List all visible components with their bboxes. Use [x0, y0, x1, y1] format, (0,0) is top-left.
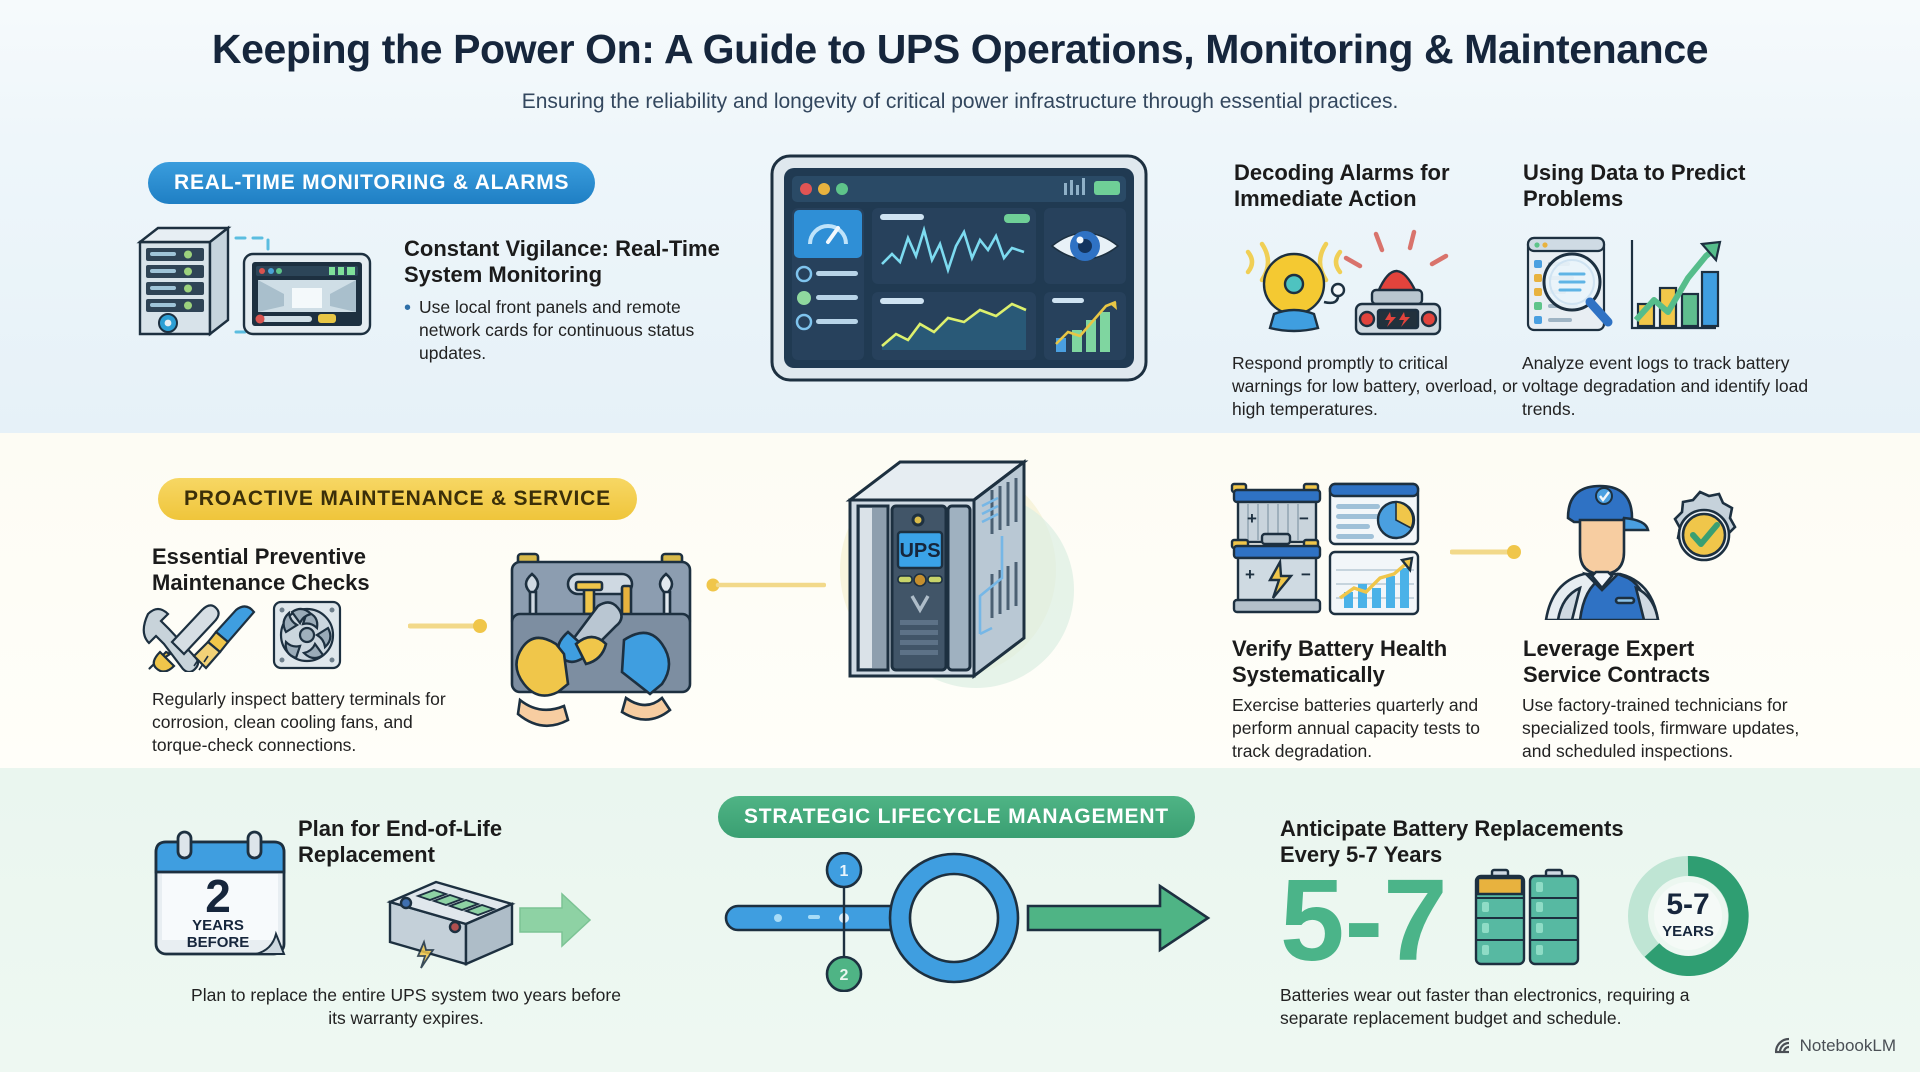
maintenance-col2-body: Exercise batteries quarterly and perform… — [1232, 695, 1481, 761]
monitoring-col2-heading: Decoding Alarms for Immediate Action — [1234, 160, 1450, 211]
section-pill-maintenance: PROACTIVE MAINTENANCE & SERVICE — [158, 478, 637, 520]
lifecycle-col2-body: Batteries wear out faster than electroni… — [1280, 985, 1690, 1028]
bullet-dot-icon: • — [404, 297, 412, 319]
notebooklm-watermark: NotebookLM — [1773, 1036, 1896, 1056]
lifecycle-timeline-icon: 1 2 — [716, 851, 1214, 997]
lifecycle-col1-heading: Plan for End-of-Life Replacement — [298, 816, 503, 867]
svg-text:+: + — [1245, 565, 1255, 584]
notebooklm-label: NotebookLM — [1799, 1036, 1896, 1055]
monitoring-col1-heading: Constant Vigilance: Real-Time System Mon… — [404, 236, 720, 287]
tools-brush-fan-icon — [140, 598, 390, 677]
connector-line-center-left — [706, 578, 827, 597]
technician-gear-icon — [1524, 478, 1746, 625]
log-analysis-chart-icon — [1520, 228, 1770, 345]
lifecycle-col2-heading: Anticipate Battery Replacements Every 5-… — [1280, 816, 1624, 867]
calendar-number-text: 2 — [205, 870, 231, 922]
section-pill-monitoring: REAL-TIME MONITORING & ALARMS — [148, 162, 596, 204]
calendar-before-text: BEFORE — [187, 934, 250, 951]
maintenance-col1-body: Regularly inspect battery terminals for … — [152, 689, 446, 755]
maintenance-col3-body: Use factory-trained technicians for spec… — [1522, 695, 1800, 761]
connector-arrow-right-icon — [1449, 544, 1524, 565]
ups-unit-icon: UPS — [826, 444, 1088, 699]
timeline-step-1-label: 1 — [840, 863, 849, 880]
timeline-step-2-label: 2 — [840, 967, 849, 984]
server-rack-icon — [132, 208, 382, 345]
monitoring-col3-body: Analyze event logs to track battery volt… — [1522, 353, 1809, 419]
battery-to-ups-replacement-icon — [380, 846, 630, 977]
ups-screen-label: UPS — [899, 540, 940, 562]
svg-text:+: + — [1247, 509, 1257, 528]
maintenance-col3-heading: Leverage Expert Service Contracts — [1523, 636, 1711, 687]
connector-arrow-left-icon — [407, 618, 492, 639]
calendar-two-years-icon: 2 YEARS BEFORE — [148, 828, 294, 967]
big-stat-text: 5-7 — [1280, 856, 1448, 976]
monitoring-dashboard-icon — [768, 152, 1150, 389]
alarm-bell-and-siren-icon — [1232, 228, 1482, 345]
page-title: Keeping the Power On: A Guide to UPS Ope… — [211, 26, 1709, 72]
battery-health-report-icon: + − + − — [1228, 478, 1456, 625]
section-pill-lifecycle: STRATEGIC LIFECYCLE MANAGEMENT — [718, 796, 1195, 838]
toolbox-gloves-icon — [498, 540, 706, 745]
donut-value-text: 5-7 — [1666, 888, 1709, 921]
battery-lifespan-stat-icon: 5-7 — [1280, 855, 1800, 985]
calendar-years-text: YEARS — [192, 917, 244, 934]
donut-unit-text: YEARS — [1662, 923, 1714, 940]
svg-text:−: − — [1299, 509, 1309, 528]
lifecycle-col1-body: Plan to replace the entire UPS system tw… — [191, 985, 621, 1028]
svg-text:−: − — [1301, 565, 1311, 584]
maintenance-col2-heading: Verify Battery Health Systematically — [1232, 636, 1448, 687]
monitoring-col2-body: Respond promptly to critical warnings fo… — [1232, 353, 1518, 419]
notebooklm-logo-icon — [1774, 1037, 1789, 1054]
maintenance-col1-heading: Essential Preventive Maintenance Checks — [152, 544, 370, 595]
monitoring-col3-heading: Using Data to Predict Problems — [1523, 160, 1746, 211]
page-subtitle: Ensuring the reliability and longevity o… — [521, 90, 1399, 113]
header-band — [0, 0, 1920, 145]
monitoring-col1-bullet: • Use local front panels and remote netw… — [404, 297, 695, 363]
